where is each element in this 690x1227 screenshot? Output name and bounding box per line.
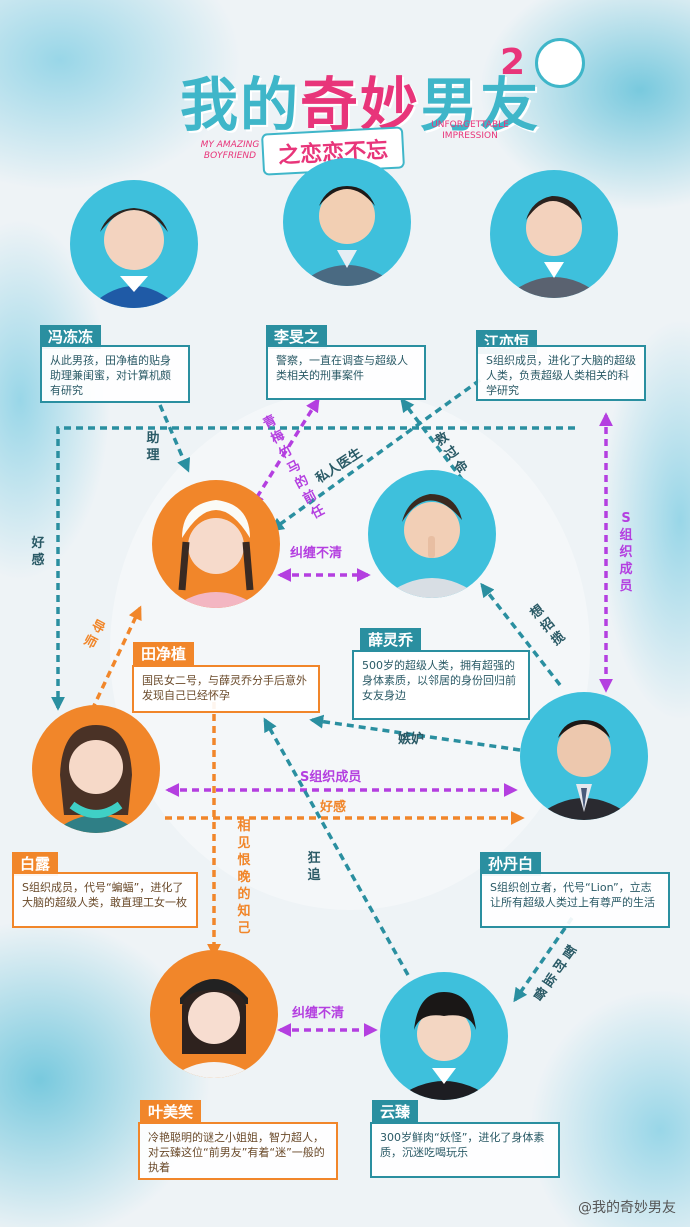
rel-entangle1: 纠缠不清 [290,546,343,561]
rel-friend: 相见恨晚的知己 [237,819,251,936]
avatar-ye-meixiao [150,950,278,1078]
desc-yun-zhen: 300岁鲜肉“妖怪”，进化了身体素质，沉迷吃喝玩乐 [370,1122,560,1178]
rel-entangle2: 纠缠不清 [292,1006,345,1021]
baby-face-icon [535,38,585,88]
rel-s-member-h: S组织成员 [300,770,362,785]
avatar-xue-lingqiao [368,470,496,598]
arrow-mentor [90,605,142,711]
name-yun-zhen: 云臻 [372,1100,419,1124]
arrow-lure [480,582,562,687]
show-logo: 我的奇妙男友 2 MY AMAZING BOYFRIEND 之恋恋不忘 UNFO… [150,38,585,188]
avatar-sun-danbai [520,692,648,820]
avatar-jiang-yiheng [490,170,618,298]
arrow-rescue [513,917,574,1003]
desc-xue-lingqiao: 500岁的超级人类，拥有超强的身体素质，以邻居的身份回归前女友身边 [352,650,530,720]
desc-sun-danbai: S组织创立者，代号“Lion”，立志让所有超级人类过上有尊严的生活 [480,872,670,928]
logo-season-number: 2 [500,42,526,83]
arrow-fan [263,717,410,976]
desc-tian-jingzhi: 国民女二号，与薛灵乔分手后意外发现自己已经怀孕 [132,665,320,713]
arrow-doctor [269,378,482,532]
desc-feng-dongdong: 从此男孩，田净植的贴身助理兼闺蜜，对计算机颇有研究 [40,345,190,403]
rel-jealous: 嫉妒 [398,732,425,747]
avatar-feng-dongdong [70,180,198,308]
logo-english-right: UNFORGETTABLE IMPRESSION [431,120,509,141]
avatar-bai-lu [32,705,160,833]
desc-li-minzhi: 警察，一直在调查与超级人类相关的刑事案件 [266,345,426,400]
name-ye-meixiao: 叶美笑 [140,1100,202,1124]
logo-english-left: MY AMAZING BOYFRIEND [200,140,260,161]
name-xue-lingqiao: 薛灵乔 [360,628,422,652]
avatar-li-minzhi [283,158,411,286]
avatar-tian-jingzhi [152,480,280,608]
avatar-yun-zhen [380,972,508,1100]
rel-assistant: 助理 [146,431,160,463]
arrow-bamboo [250,397,320,508]
rel-s-member-v: S组织成员 [619,511,633,594]
weibo-watermark: @我的奇妙男友 [578,1200,676,1216]
arrow-assistant [158,404,190,473]
desc-ye-meixiao: 冷艳聪明的谜之小姐姐，智力超人，对云臻这位“前男友”有着“迷”一般的执着 [138,1122,338,1180]
rel-fan: 狂追 [307,851,321,883]
name-tian-jingzhi: 田净植 [133,642,195,666]
rel-crush2: 好感 [320,800,347,815]
rel-crush: 好感 [31,536,45,568]
desc-bai-lu: S组织成员，代号“蝙蝠”，进化了大脑的超级人类，敢直理工女一枚 [12,872,198,928]
arrow-crush [51,426,575,711]
desc-jiang-yiheng: S组织成员，进化了大脑的超级人类，负责超级人类相关的科学研究 [476,345,646,401]
